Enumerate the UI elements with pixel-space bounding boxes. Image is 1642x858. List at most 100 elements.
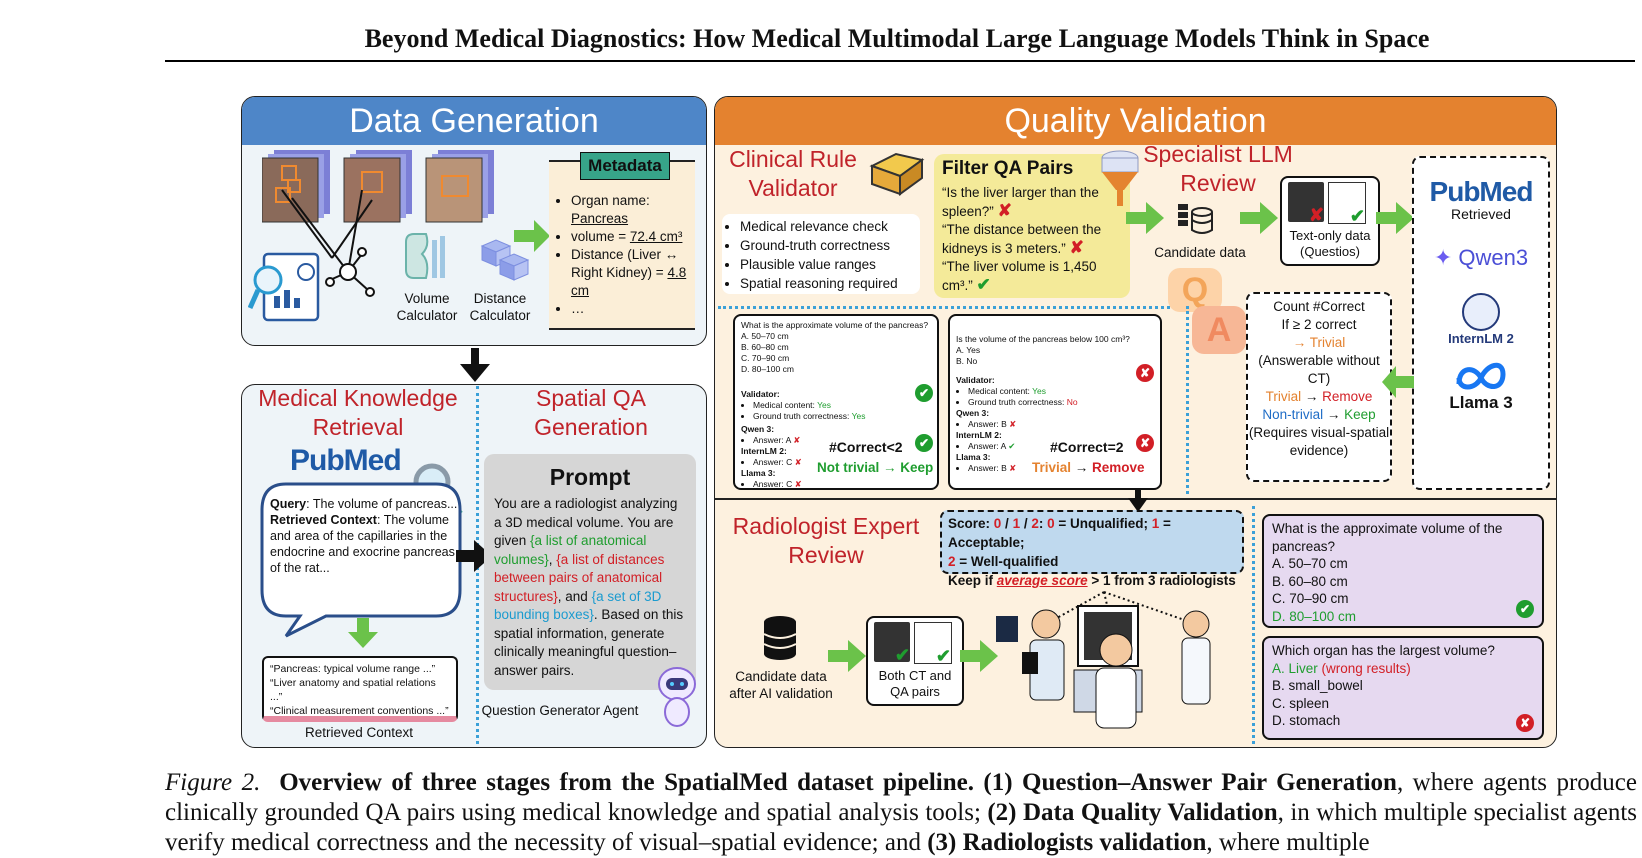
clinical-checklist-box: Medical relevance checkGround-truth corr… <box>722 214 920 294</box>
retrieved-context-box: “Pancreas: typical volume range ...” “Liv… <box>262 656 458 722</box>
green-arrow-icon <box>1240 202 1278 234</box>
answer-bubble-icon: A <box>1192 306 1246 354</box>
doctor-left-icon <box>1022 609 1065 701</box>
radiologists-illustration <box>996 591 1211 729</box>
specialist-models-box: PubMed Retrieved ✦ Qwen3 InternLM 2 Llam… <box>1412 156 1550 490</box>
prompt-part-1: You are a radiologist analyzing a 3D med… <box>494 496 678 548</box>
example2-model-2: InternLM 2: <box>956 430 1002 440</box>
text-only-icons: ✘ ✔ <box>1282 178 1378 228</box>
example2-model-3: Llama 3: <box>956 452 991 462</box>
check-icon: ✔ <box>976 275 991 294</box>
metadata-box: Organ name: Pancreasvolume = 72.4 cm³Dis… <box>549 160 695 330</box>
retrieved-lines: “Pancreas: typical volume range ...” “Liv… <box>264 658 456 722</box>
retrieved-context-label: Retrieved Context <box>304 725 414 740</box>
ct-qa-pair-box: ✔ ✔ Both CT and QA pairs <box>866 616 964 706</box>
metadata-tag: Metadata <box>580 152 670 180</box>
green-arrow-icon <box>960 640 998 672</box>
score-line-3: Keep if average score > 1 from 3 radiolo… <box>948 573 1236 588</box>
metadata-item: Distance (Liver ↔ Right Kidney) = 4.8 cm <box>571 246 695 300</box>
pubmed-retrieved-label: Retrieved <box>1451 206 1511 222</box>
example1-model-1: Qwen 3: <box>741 424 775 434</box>
filter-q3: “The liver volume is 1,450 cm³.” <box>942 259 1097 293</box>
check-icon: ✔ <box>894 645 910 665</box>
internlm-icon <box>1462 293 1500 331</box>
count-correct-rules: Count #Correct If ≥ 2 correct → Trivial … <box>1248 294 1390 460</box>
filter-qa-box: Filter QA Pairs “Is the liver larger tha… <box>934 154 1130 298</box>
option-item: D. 80–100 cm <box>1272 608 1357 624</box>
document-icon: ✔ <box>1328 182 1366 226</box>
example2-model-1: Qwen 3: <box>956 408 990 418</box>
database-icon <box>1178 204 1213 234</box>
candidate-data-label: Candidate data <box>1154 245 1246 260</box>
text-only-label: Text-only data (Questios) <box>1289 228 1371 259</box>
radiologist-q2-option-a: A. Liver (wrong results) <box>1272 660 1411 676</box>
doctor-center-icon <box>1095 633 1137 729</box>
option-item: D. 80–100 cm <box>741 364 794 374</box>
example1-count: #Correct<2 <box>829 439 903 455</box>
green-down-arrow-icon <box>348 618 378 648</box>
retrieval-query-text: Query: The volume of pancreas... Retriev… <box>270 496 460 576</box>
prompt-text: You are a radiologist analyzing a 3D med… <box>484 491 696 680</box>
prompt-sep-1: , <box>548 551 557 567</box>
question-generator-label: Question Generator Agent <box>481 703 639 718</box>
paper-running-title: Beyond Medical Diagnostics: How Medical … <box>364 24 1430 53</box>
option-item: D. stomach <box>1272 713 1341 728</box>
retrieved-line: “Pancreas: typical volume range ...” <box>270 663 436 675</box>
context-text: : The volume and area of the capillaries… <box>270 513 455 575</box>
cross-circle-icon: ✘ <box>1136 364 1154 382</box>
example1-validator-label: Validator: <box>741 389 780 399</box>
option-item: B. 60–80 cm <box>1272 573 1348 589</box>
check-icon: ✔ <box>935 646 951 666</box>
score-line-2: 2 = Well-qualified <box>948 554 1059 569</box>
caption-figure-label: Figure 2. <box>165 769 261 796</box>
retrieved-line: “Clinical measurement conventions ...” <box>270 705 449 717</box>
metadata-item: … <box>571 300 695 318</box>
option-item: C. 70–90 cm <box>1272 591 1349 606</box>
check-circle-icon: ✔ <box>915 434 933 452</box>
clinical-check-item: Plausible value ranges <box>740 255 920 274</box>
qwen-icon: ✦ <box>1433 245 1453 270</box>
network-graph-icon <box>281 189 375 297</box>
cross-icon: ✘ <box>1009 419 1017 429</box>
ct-qa-icons: ✔ ✔ <box>868 618 962 668</box>
retrieved-line: “Liver anatomy and spatial relations ...… <box>270 677 436 703</box>
cross-circle-icon: ✘ <box>1136 434 1154 452</box>
example2-count: #Correct=2 <box>1050 439 1124 455</box>
scoring-rubric-box: Score: 0 / 1 / 2: 0 = Unqualified; 1 = A… <box>940 510 1244 588</box>
spatial-qa-title: Spatial QA Generation <box>534 385 648 440</box>
example2-question: Is the volume of the pancreas below 100 … <box>956 334 1130 344</box>
check-circle-icon: ✔ <box>1516 600 1534 618</box>
cross-icon: ✘ <box>1069 238 1084 257</box>
robot-agent-icon <box>658 667 696 727</box>
count-rule-3: → Trivial <box>1292 335 1346 350</box>
book-icon <box>869 152 925 196</box>
caption-stage-1: (1) Question–Answer Pair Generation <box>983 769 1397 796</box>
llama3-label: Llama 3 <box>1449 393 1513 412</box>
example1-validator-list: Medical content: Yes Ground truth correc… <box>741 400 931 422</box>
doctor-right-icon <box>1181 610 1211 705</box>
header-rule <box>165 60 1635 62</box>
check-circle-icon: ✔ <box>915 384 933 402</box>
caption-title: Overview of three stages from the Spatia… <box>279 769 974 796</box>
prompt-part-2: . Based on this spatial information, gen… <box>494 607 684 678</box>
qwen3-logo: ✦ Qwen3 <box>1414 245 1548 271</box>
prompt-distances: {a list of distances between pairs of an… <box>494 551 665 604</box>
clinical-rule-title: Clinical Rule Validator <box>729 146 857 201</box>
cross-icon: ✘ <box>1308 205 1324 225</box>
meta-infinity-icon <box>1456 362 1506 390</box>
pubmed-logo: PubMed <box>290 444 402 477</box>
count-correct-box: Count #Correct If ≥ 2 correct → Trivial … <box>1246 292 1392 482</box>
database-icon <box>763 616 797 660</box>
clinical-check-item: Ground-truth correctness <box>740 236 920 255</box>
figure-caption: Figure 2. Overview of three stages from … <box>165 768 1637 858</box>
radiologist-question-card-1: What is the approximate volume of the pa… <box>1262 514 1544 628</box>
count-rule-6: Non-trivial → Keep <box>1262 407 1376 422</box>
prompt-title: Prompt <box>549 464 631 490</box>
metadata-item: volume = 72.4 cm³ <box>571 228 695 246</box>
green-left-arrow-icon <box>1382 366 1414 398</box>
quality-validation-title: Quality Validation <box>715 97 1556 145</box>
example1-model-3: Llama 3: <box>741 468 776 478</box>
cross-icon: ✘ <box>793 435 801 445</box>
option-item: A. 50–70 cm <box>1272 556 1348 571</box>
